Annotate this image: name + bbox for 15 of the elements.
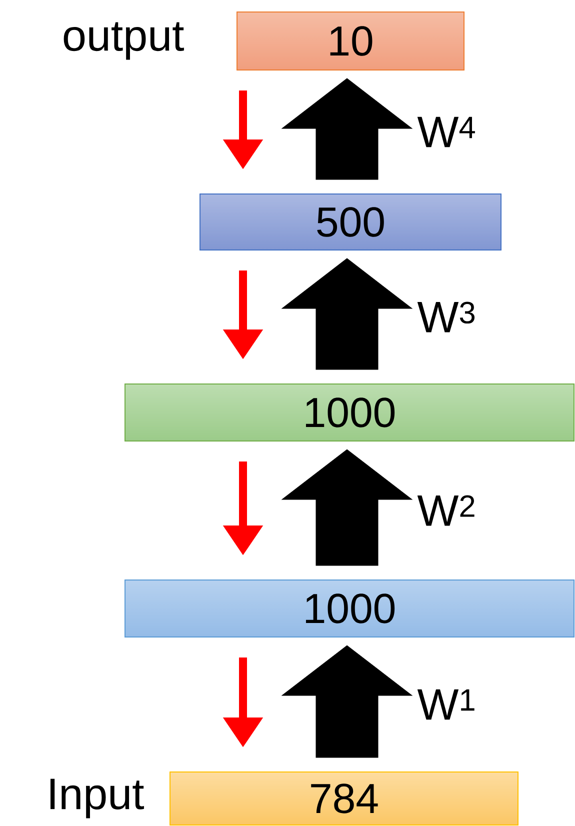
layer-caption: output [64, 22, 184, 60]
layer-box: 1000 [124, 580, 574, 638]
layer-caption: Input [50, 778, 144, 818]
arrow [282, 78, 412, 180]
edge-label: W$^{3}$ [417, 302, 475, 332]
edge-label: W$^{1}$ [417, 689, 474, 720]
arrow [282, 645, 412, 758]
arrow [282, 258, 412, 370]
layer-box: 784 [170, 772, 518, 826]
edge-label: W$^{2}$ [417, 495, 474, 526]
arrow [282, 449, 412, 566]
edge-label: W$^{4}$ [417, 116, 475, 148]
layer-box: 1000 [124, 384, 574, 442]
layer-box: 10 [236, 12, 464, 70]
layer-box: 500 [200, 194, 502, 250]
